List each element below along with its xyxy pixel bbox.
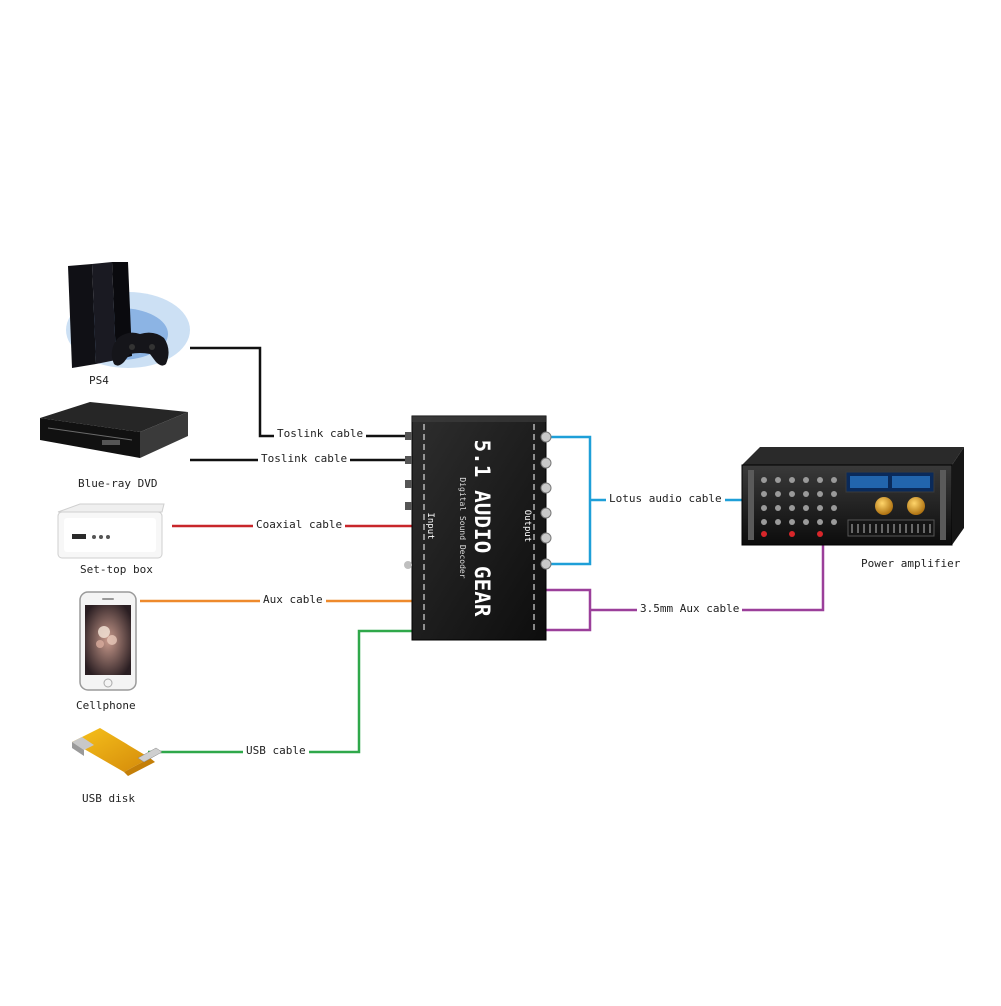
ps4-image	[66, 262, 190, 368]
device-label-bluray: Blue-ray DVD	[78, 477, 158, 490]
bluray-image	[40, 402, 188, 458]
device-label-usbdisk: USB disk	[82, 792, 135, 805]
cable-aux35	[546, 545, 825, 632]
device-label-ps4: PS4	[89, 374, 109, 387]
device-label-amplifier: Power amplifier	[861, 557, 961, 570]
cellphone-image	[79, 591, 137, 691]
device-label-settop: Set-top box	[80, 563, 153, 576]
decoder-subtitle: Digital Sound Decoder	[458, 477, 467, 578]
cable-label-usb: USB cable	[243, 744, 309, 758]
cable-label-aux35: 3.5mm Aux cable	[637, 602, 743, 616]
cable-label-toslink-1: Toslink cable	[274, 427, 367, 441]
svg-text:Digital Sound Decoder: Digital Sound Decoder	[458, 477, 467, 578]
cable-label-aux: Aux cable	[260, 593, 326, 607]
decoder-image	[404, 415, 552, 641]
decoder-input-label: Input	[425, 512, 435, 539]
svg-text:Output: Output	[522, 510, 532, 543]
svg-text:Input: Input	[425, 512, 435, 539]
cable-toslink-ps4	[190, 346, 412, 438]
cable-label-lotus: Lotus audio cable	[606, 492, 725, 506]
amplifier-image	[741, 447, 964, 546]
settop-image	[57, 503, 165, 559]
decoder-output-label: Output	[522, 510, 532, 543]
decoder-title: 5.1 AUDIO GEAR	[470, 439, 494, 616]
svg-text:5.1 AUDIO GEAR: 5.1 AUDIO GEAR	[470, 439, 494, 616]
cable-label-coaxial: Coaxial cable	[253, 518, 346, 532]
device-label-cellphone: Cellphone	[76, 699, 136, 712]
cable-label-toslink-2: Toslink cable	[258, 452, 351, 466]
usbdisk-image	[72, 728, 163, 776]
cable-usb	[148, 629, 412, 754]
